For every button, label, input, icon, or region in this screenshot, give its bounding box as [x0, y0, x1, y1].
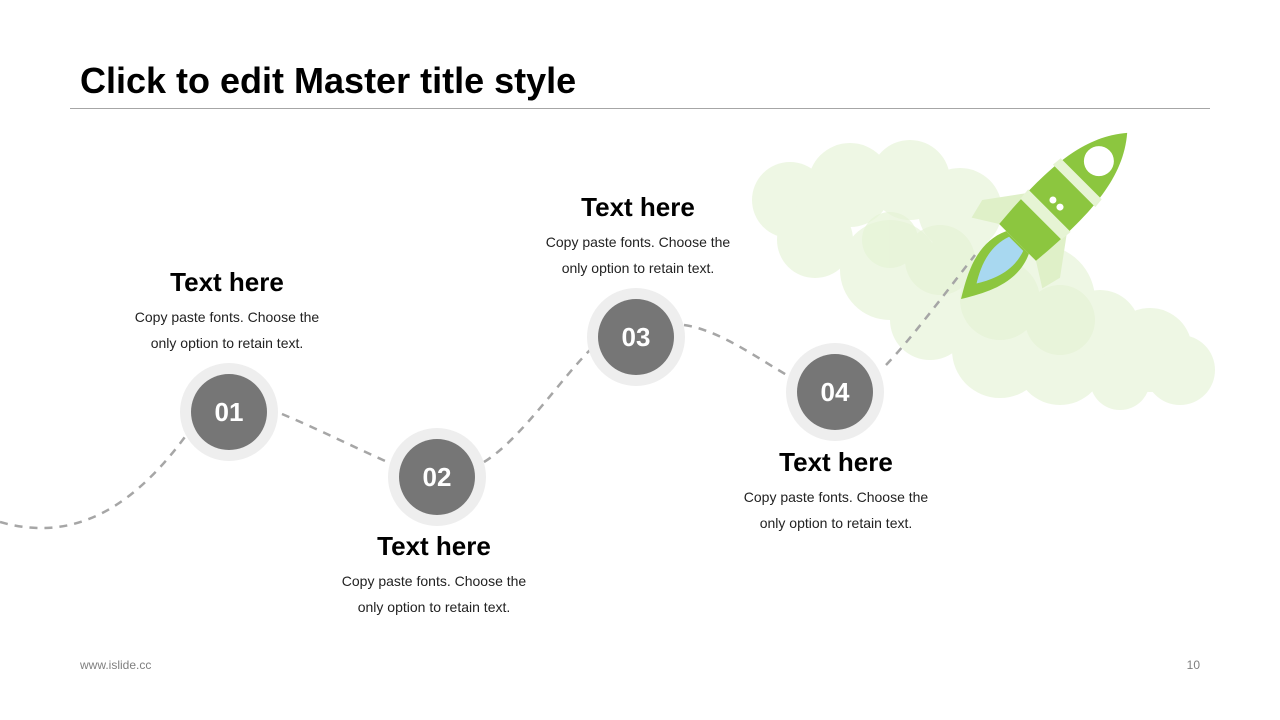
step-1-body: Copy paste fonts. Choose the only option…	[107, 304, 347, 356]
step-3-heading: Text here	[581, 192, 695, 222]
step-2-body: Copy paste fonts. Choose the only option…	[314, 568, 554, 620]
page-title[interactable]: Click to edit Master title style	[80, 60, 577, 101]
step-1-number: 01	[191, 374, 267, 450]
step-2-body-line2: only option to retain text.	[357, 599, 511, 615]
step-3-number: 03	[598, 299, 674, 375]
dashed-path	[0, 254, 976, 530]
step-3-text[interactable]: Text here Copy paste fonts. Choose the o…	[518, 191, 758, 281]
step-4-text[interactable]: Text here Copy paste fonts. Choose the o…	[716, 446, 956, 536]
step-4-body-line1: Copy paste fonts. Choose the	[743, 489, 929, 505]
step-1-marker: 01	[180, 363, 278, 461]
step-2-text[interactable]: Text here Copy paste fonts. Choose the o…	[314, 530, 554, 620]
title-divider	[70, 108, 1210, 109]
step-2-number: 02	[399, 439, 475, 515]
page-number: 10	[1186, 658, 1200, 672]
step-3-marker: 03	[587, 288, 685, 386]
step-4-body-line2: only option to retain text.	[759, 515, 913, 531]
step-3-body-line1: Copy paste fonts. Choose the	[545, 234, 731, 250]
step-1-body-line2: only option to retain text.	[150, 335, 304, 351]
rocket-icon	[961, 132, 1128, 299]
step-4-marker: 04	[786, 343, 884, 441]
step-4-number: 04	[797, 354, 873, 430]
footer-url: www.islide.cc	[80, 658, 152, 672]
step-1-heading: Text here	[170, 267, 284, 297]
step-3-body-line2: only option to retain text.	[561, 260, 715, 276]
step-1-body-line1: Copy paste fonts. Choose the	[134, 309, 320, 325]
step-3-body: Copy paste fonts. Choose the only option…	[518, 229, 758, 281]
step-2-body-line1: Copy paste fonts. Choose the	[341, 573, 527, 589]
step-1-text[interactable]: Text here Copy paste fonts. Choose the o…	[107, 266, 347, 356]
step-4-body: Copy paste fonts. Choose the only option…	[716, 484, 956, 536]
step-4-heading: Text here	[779, 447, 893, 477]
step-2-marker: 02	[388, 428, 486, 526]
step-2-heading: Text here	[377, 531, 491, 561]
